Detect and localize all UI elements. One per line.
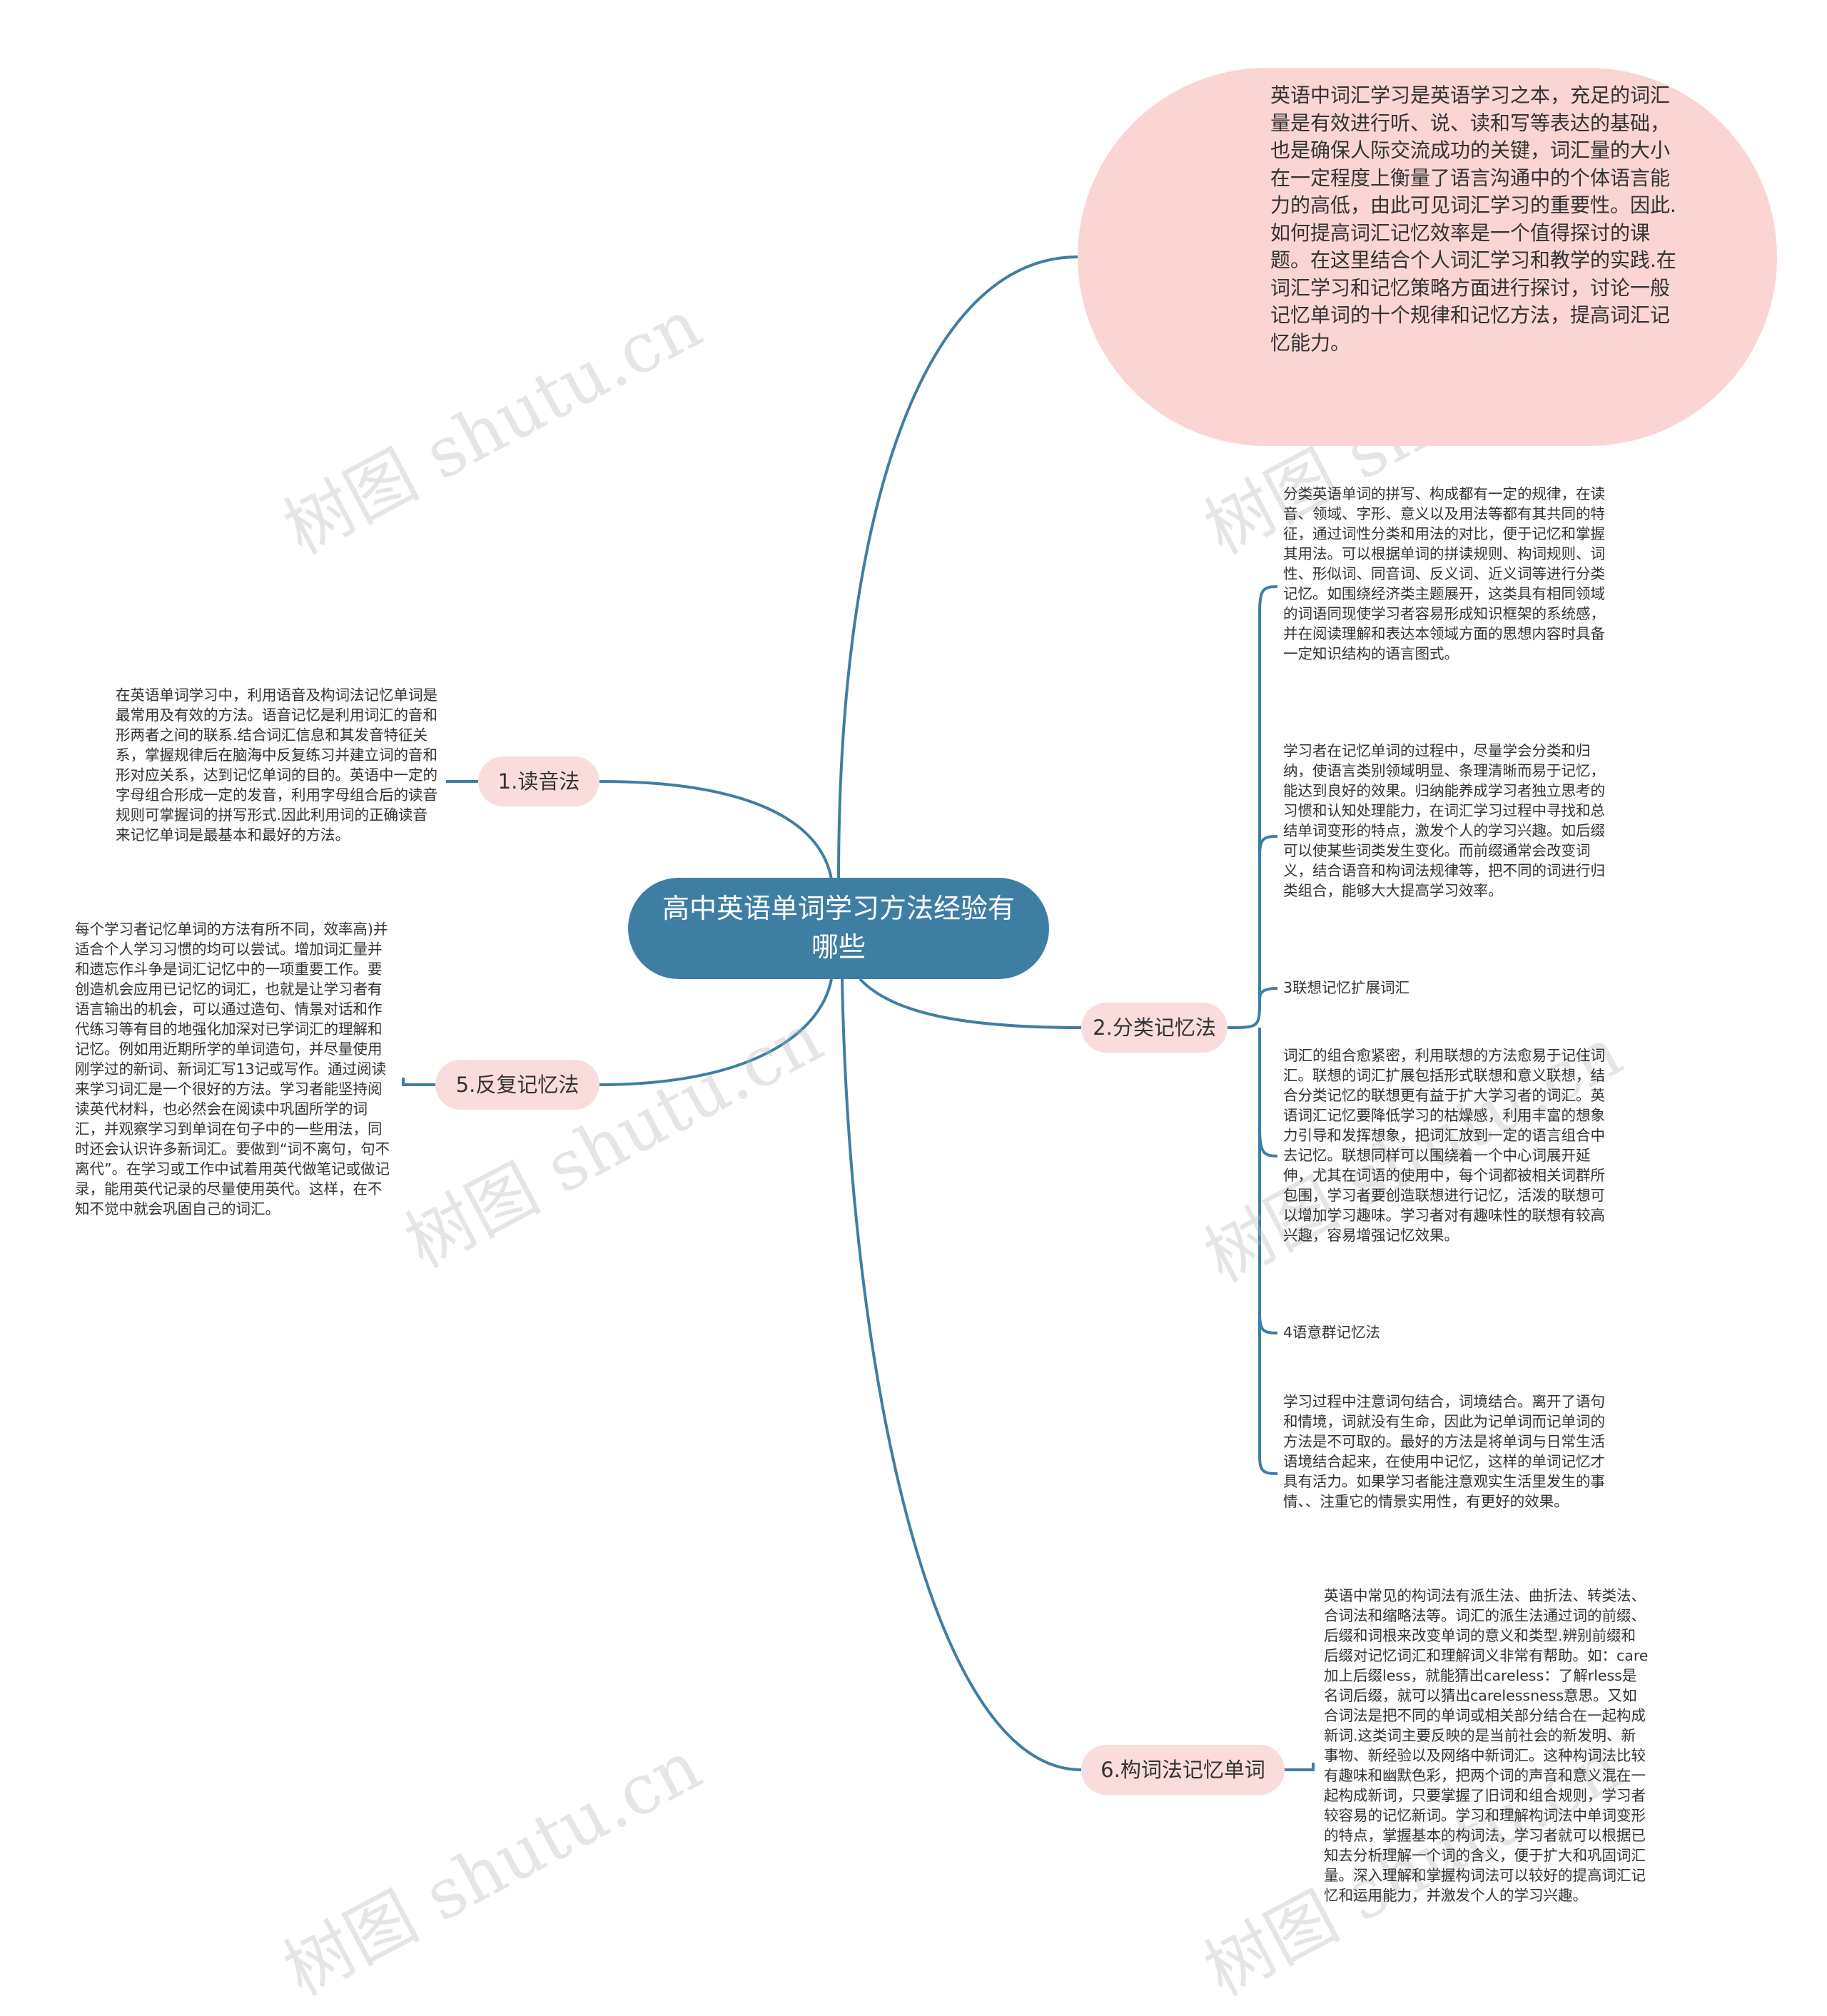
link-root-b6 [841,978,1082,1771]
leaf-classification-1: 分类英语单词的拼写、构成都有一定的规律，在读音、领域、字形、意义以及用法等都有其… [1283,485,1605,662]
link-b2-leaf4 [1258,1028,1278,1158]
root-title: 高中英语单词学习方法经验有哪些 [662,893,1015,963]
link-b6-leaf [1285,1763,1315,1771]
leaf-word-formation: 英语中常见的构词法有派生法、曲折法、转类法、合词法和缩略法等。词汇的派生法通过词… [1324,1587,1649,1904]
leaf-association: 词汇的组合愈紧密，利用联想的方法愈易于记住词汇。联想的词汇扩展包括形式联想和意义… [1283,1047,1605,1244]
leaf-semantic-group-title: 4语意群记忆法 [1283,1324,1381,1341]
leaf-association-title: 3联想记忆扩展词汇 [1283,979,1410,996]
branch-word-formation[interactable]: 6.构词法记忆单词 [1081,1745,1285,1795]
link-root-intro [837,255,1078,880]
link-root-b2 [859,978,1082,1029]
branch-pronunciation[interactable]: 1.读音法 [478,756,599,806]
link-b5-leaf [402,1078,435,1086]
link-b2-leaf5 [1258,1128,1278,1334]
link-b2-leaf3 [1258,987,1278,1000]
branch-classification[interactable]: 2.分类记忆法 [1081,1003,1228,1053]
link-root-b1 [599,780,833,880]
branch-label: 1.读音法 [497,769,580,794]
branch-repetition[interactable]: 5.反复记忆法 [435,1060,599,1110]
link-b2-leaf1 [1227,585,1278,1029]
link-b2-leaf2 [1258,835,1278,999]
leaf-repetition: 每个学习者记忆单词的方法有所不同，效率高)并适合个人学习习惯的均可以尝试。增加词… [75,921,390,1217]
link-root-b5 [599,978,833,1086]
leaf-pronunciation: 在英语单词学习中，利用语音及构词法记忆单词是最常用及有效的方法。语音记忆是利用词… [116,687,437,844]
link-b2-leaf6 [1258,1313,1278,1475]
branch-label: 6.构词法记忆单词 [1100,1758,1265,1782]
branch-label: 5.反复记忆法 [455,1073,580,1097]
intro-bubble[interactable]: 英语中词汇学习是英语学习之本，充足的词汇量是有效进行听、说、读和写等表达的基础，… [1078,68,1777,446]
branch-label: 2.分类记忆法 [1093,1015,1216,1040]
intro-text: 英语中词汇学习是英语学习之本，充足的词汇量是有效进行听、说、读和写等表达的基础，… [1270,83,1676,355]
leaf-semantic-group: 学习过程中注意词句结合，词境结合。离开了语句和情境，词就没有生命，因此为记单词而… [1283,1393,1605,1510]
leaf-classification-2: 学习者在记忆单词的过程中，尽量学会分类和归纳，使语言类别领域明显、条理清晰而易于… [1283,742,1605,899]
root-topic[interactable]: 高中英语单词学习方法经验有哪些 [628,878,1049,979]
